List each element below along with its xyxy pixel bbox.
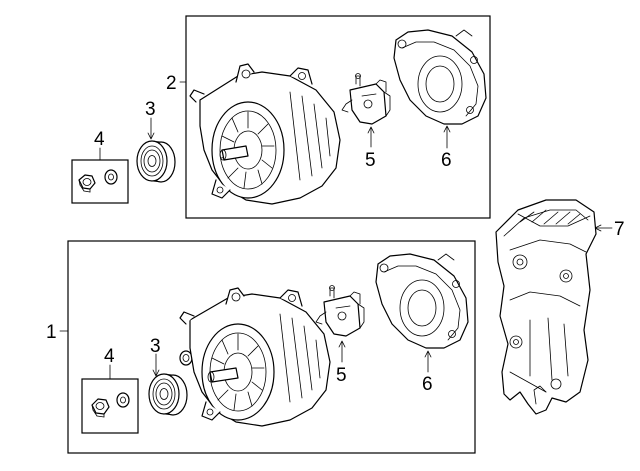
- assembly-box-2: [185, 15, 491, 219]
- callout-2: 2: [166, 73, 177, 94]
- regulator-upper: [341, 73, 391, 125]
- spacer-washer: [179, 350, 193, 366]
- hardware-box-4-lower: [81, 378, 139, 434]
- callout-7: 7: [614, 219, 625, 240]
- assembly-box-1: [67, 240, 476, 454]
- alternator-upper: [189, 63, 341, 205]
- callout-6-upper: 6: [441, 150, 452, 171]
- nut-washer-lower: [91, 392, 130, 418]
- callout-3-lower: 3: [150, 336, 161, 357]
- regulator-lower: [315, 285, 365, 337]
- pulley-lower: [148, 373, 188, 416]
- callout-3-upper: 3: [145, 99, 156, 120]
- callout-4-upper: 4: [94, 129, 105, 150]
- callout-1: 1: [46, 322, 57, 343]
- rear-housing-lower: [375, 253, 469, 349]
- nut-washer-upper: [78, 169, 118, 193]
- callout-5-upper: 5: [365, 150, 376, 171]
- mounting-bracket: [495, 199, 597, 415]
- alternator-lower: [179, 287, 331, 427]
- callout-6-lower: 6: [422, 374, 433, 395]
- callout-5-lower: 5: [336, 365, 347, 386]
- callout-leaders: [59, 81, 613, 380]
- rear-housing-upper: [393, 29, 487, 125]
- callout-4-lower: 4: [104, 346, 115, 367]
- pulley-upper: [136, 140, 176, 183]
